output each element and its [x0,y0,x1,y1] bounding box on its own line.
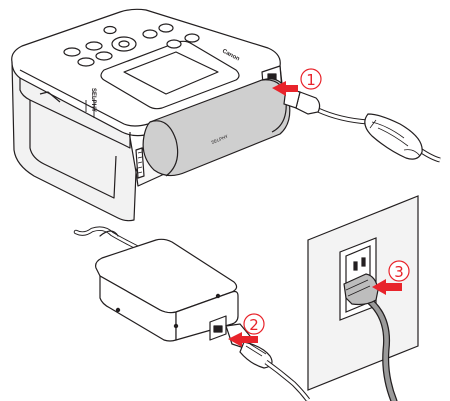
dc-plug-cable [283,87,441,163]
arrow-step-3 [372,279,402,295]
arrow-left-icon [272,81,298,96]
step-1-circle [300,68,322,90]
wall-power-plug [343,273,379,306]
step-2-circle [243,313,265,335]
adapter-input-cord [73,226,153,257]
ac-cord-wall [362,294,398,401]
cassette-label: SELPHY [211,134,229,145]
arrow-step-2 [228,332,258,347]
step-3-number: 3 [394,263,404,281]
step-1-number: 1 [306,71,316,89]
printer-model-label: SELPHY [90,88,96,112]
step-3-circle [388,260,410,282]
arrow-left-icon [228,332,258,347]
arrow-step-1 [272,81,298,96]
arrow-left-icon [372,279,402,295]
compact-power-adapter [95,238,239,342]
step-2-number: 2 [249,316,259,334]
